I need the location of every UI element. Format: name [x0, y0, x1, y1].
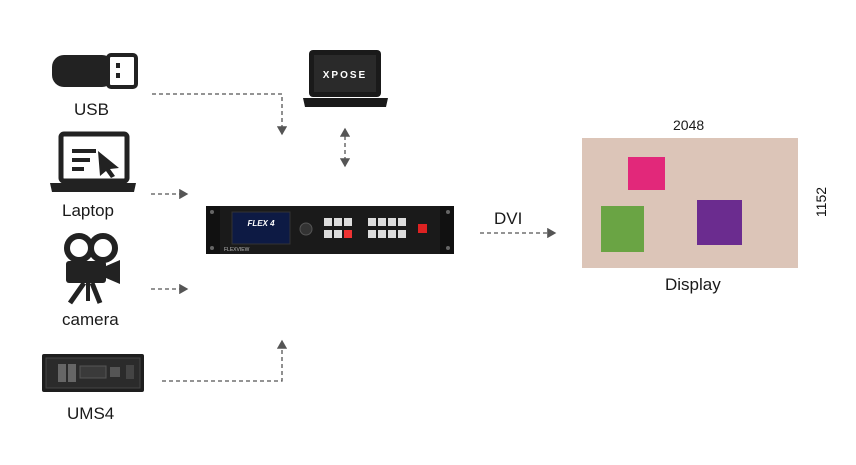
dvi-label: DVI: [494, 209, 523, 228]
camera-icon: [64, 233, 120, 305]
xpose-laptop-icon: XPOSE: [303, 50, 388, 107]
camera-label: camera: [62, 310, 119, 329]
display-label: Display: [665, 275, 721, 294]
display-height-label: 1152: [813, 186, 829, 218]
display-canvas: [582, 138, 798, 268]
window-green: [601, 206, 644, 252]
usb-to-processor-arrow: [152, 93, 288, 136]
usb-label: USB: [74, 100, 109, 119]
processor-screen-title: FLEX 4: [247, 219, 275, 228]
xpose-logo-text: XPOSE: [323, 70, 367, 81]
ums4-device-icon: [42, 354, 144, 392]
laptop-icon: [50, 131, 136, 192]
window-magenta: [628, 157, 665, 190]
processor-brand-text: FLEXVIEW: [224, 247, 250, 253]
laptop-label: Laptop: [62, 201, 114, 220]
video-processor-device: FLEX 4 FLEXVIEW: [206, 206, 454, 254]
display-width-label: 2048: [673, 117, 705, 133]
ums4-label: UMS4: [67, 404, 115, 423]
ums4-to-processor-arrow: [162, 339, 288, 382]
processor-screen: [231, 211, 291, 245]
usb-icon: [52, 53, 138, 89]
window-purple: [697, 200, 742, 245]
